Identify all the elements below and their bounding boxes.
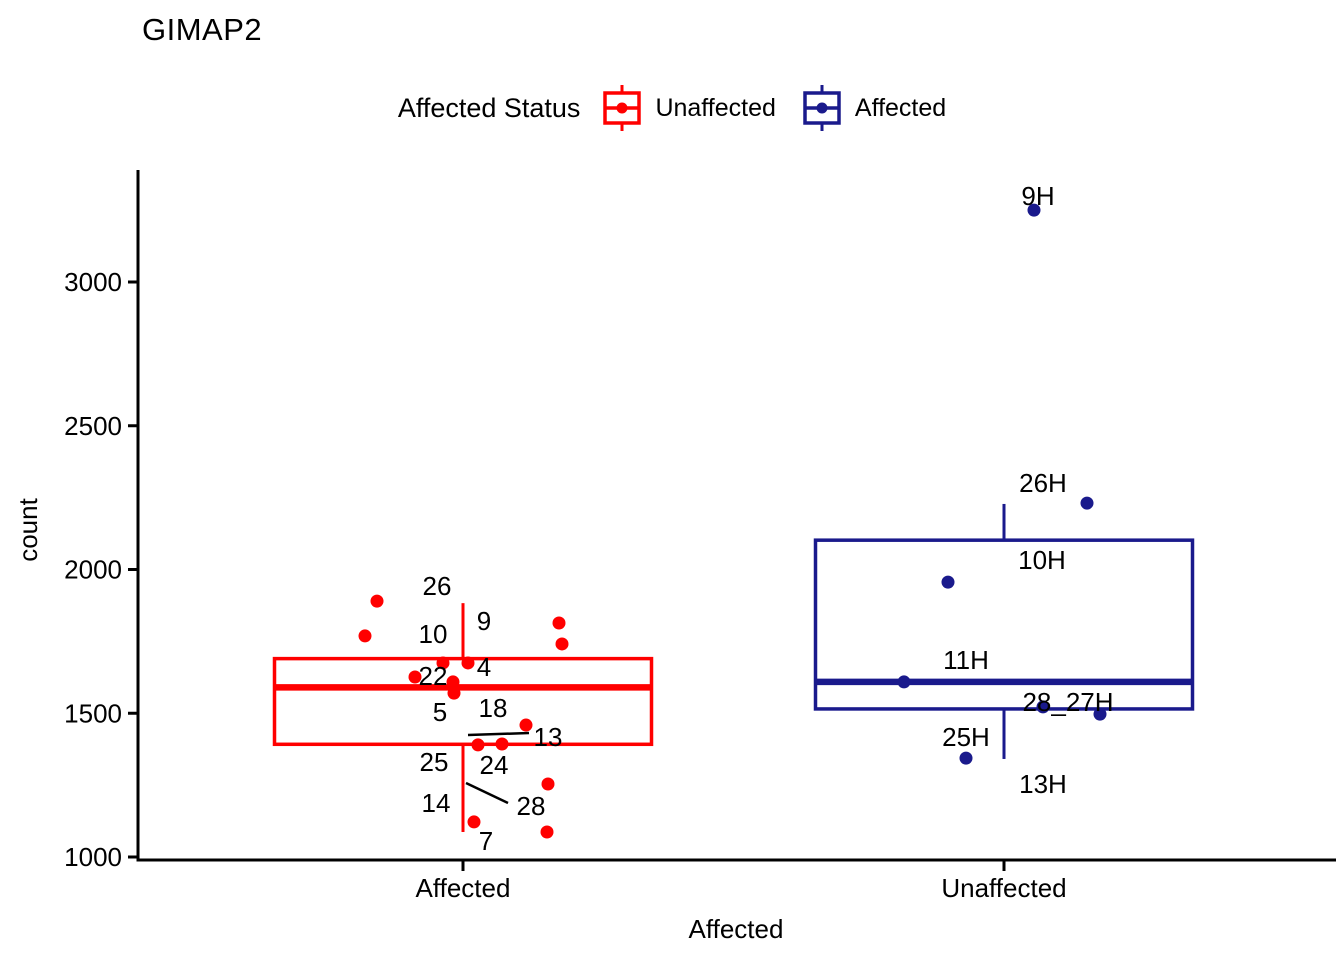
chart-title: GIMAP2 [142, 12, 263, 47]
data-point [436, 656, 450, 670]
point-label: 24 [480, 750, 509, 780]
point-label: 28 [517, 791, 546, 821]
box [272, 656, 654, 747]
legend: Affected Status Unaffected Affected [0, 82, 1344, 134]
data-point [519, 718, 533, 732]
data-point [1093, 707, 1107, 721]
data-point [541, 777, 555, 791]
x-tick-label: Unaffected [941, 873, 1066, 903]
point-label: 5 [433, 697, 447, 727]
point-label: 7 [479, 826, 493, 856]
y-tick-label: 3000 [64, 267, 122, 297]
data-point [552, 616, 566, 630]
legend-title: Affected Status [397, 92, 581, 123]
point-label: 26H [1019, 468, 1067, 498]
data-point [959, 751, 973, 765]
y-tick-label: 2500 [64, 411, 122, 441]
y-tick-label: 2000 [64, 555, 122, 585]
point-label: 9 [477, 606, 491, 636]
boxplot-key-icon [603, 85, 642, 131]
data-point [408, 670, 422, 684]
point-label: 4 [477, 652, 491, 682]
boxplot-key-icon [803, 85, 841, 131]
data-point [358, 629, 372, 643]
point-label: 13H [1019, 769, 1067, 799]
point-label: 14 [422, 788, 451, 818]
legend-entry-label: Affected [854, 93, 947, 122]
point-label: 28_27H [1022, 687, 1113, 717]
data-point [446, 675, 460, 689]
data-point [540, 825, 554, 839]
y-tick-label: 1500 [64, 698, 122, 728]
data-point [1027, 203, 1041, 217]
x-tick-label: Affected [416, 873, 511, 903]
data-point [555, 637, 569, 651]
point-label: 22 [419, 661, 448, 691]
point-label: 9H [1021, 181, 1054, 211]
data-point [467, 815, 481, 829]
point-label: 26 [423, 571, 452, 601]
y-axis-title: count [13, 497, 43, 561]
point-label: 11H [943, 645, 989, 675]
data-point [897, 675, 911, 689]
point-label: 13 [534, 722, 563, 752]
x-axis-title: Affected [689, 914, 784, 944]
label-leader-line [465, 781, 509, 805]
data-point [495, 737, 509, 751]
legend-entry-label: Unaffected [655, 93, 776, 122]
data-point [1080, 496, 1094, 510]
data-point [447, 686, 461, 700]
data-point [1036, 700, 1050, 714]
legend-entry-0: Unaffected [602, 82, 776, 134]
data-point [471, 738, 485, 752]
data-point [941, 575, 955, 589]
label-leader-line [467, 731, 530, 737]
y-tick-label: 1000 [64, 842, 122, 872]
point-label: 10H [1018, 545, 1066, 575]
point-label: 10 [419, 619, 448, 649]
point-label: 25 [420, 747, 449, 777]
legend-entry-1: Affected [802, 82, 946, 134]
point-label: 25H [942, 722, 990, 752]
data-point [370, 594, 384, 608]
data-point [461, 656, 475, 670]
point-label: 18 [479, 693, 508, 723]
